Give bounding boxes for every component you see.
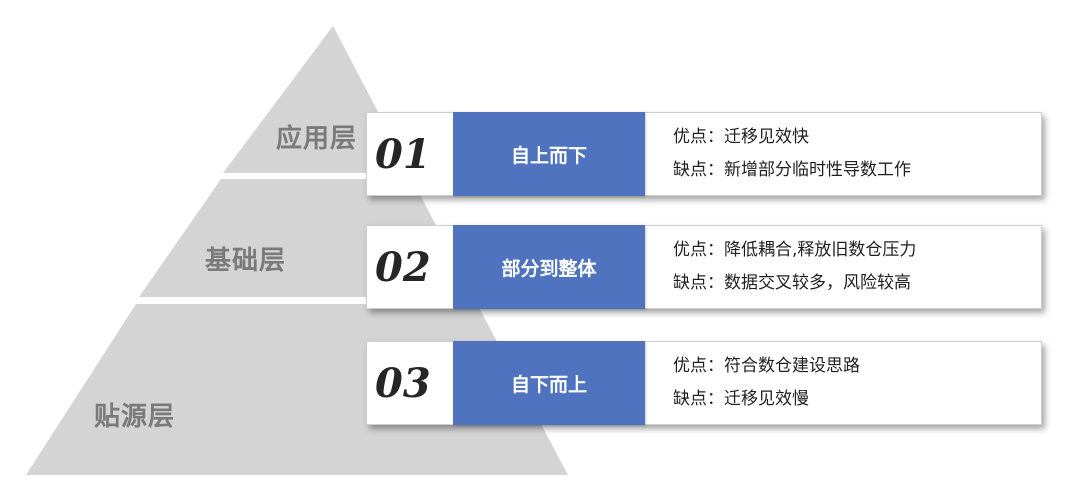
strategy-card-2: 02 部分到整体 优点：降低耦合,释放旧数仓压力 缺点：数据交叉较多，风险较高 — [366, 225, 1042, 309]
card-title: 自下而上 — [453, 341, 645, 425]
strategy-card-3: 03 自下而上 优点：符合数仓建设思路 缺点：迁移见效慢 — [366, 341, 1042, 425]
card-points: 优点：降低耦合,释放旧数仓压力 缺点：数据交叉较多，风险较高 — [673, 234, 1033, 300]
strategy-card-1: 01 自上而下 优点：迁移见效快 缺点：新增部分临时性导数工作 — [366, 112, 1042, 196]
layer-label-foundation: 基础层 — [205, 246, 287, 276]
layer-label-source: 贴源层 — [94, 402, 176, 432]
card-title: 部分到整体 — [453, 225, 645, 309]
layer-label-application: 应用层 — [276, 124, 358, 154]
con-point: 缺点：新增部分临时性导数工作 — [673, 160, 911, 180]
card-points: 优点：迁移见效快 缺点：新增部分临时性导数工作 — [673, 121, 1033, 187]
card-number: 01 — [375, 131, 431, 178]
card-number: 02 — [375, 244, 431, 291]
card-points: 优点：符合数仓建设思路 缺点：迁移见效慢 — [673, 350, 1033, 416]
pyramid-layer-top — [223, 26, 410, 173]
con-point: 缺点：数据交叉较多，风险较高 — [673, 273, 911, 293]
pro-point: 优点：符合数仓建设思路 — [673, 356, 860, 376]
card-title: 自上而下 — [453, 112, 645, 196]
pro-point: 优点：迁移见效快 — [673, 127, 809, 147]
pro-point: 优点：降低耦合,释放旧数仓压力 — [673, 240, 917, 260]
card-number: 03 — [375, 360, 431, 407]
con-point: 缺点：迁移见效慢 — [673, 389, 809, 409]
